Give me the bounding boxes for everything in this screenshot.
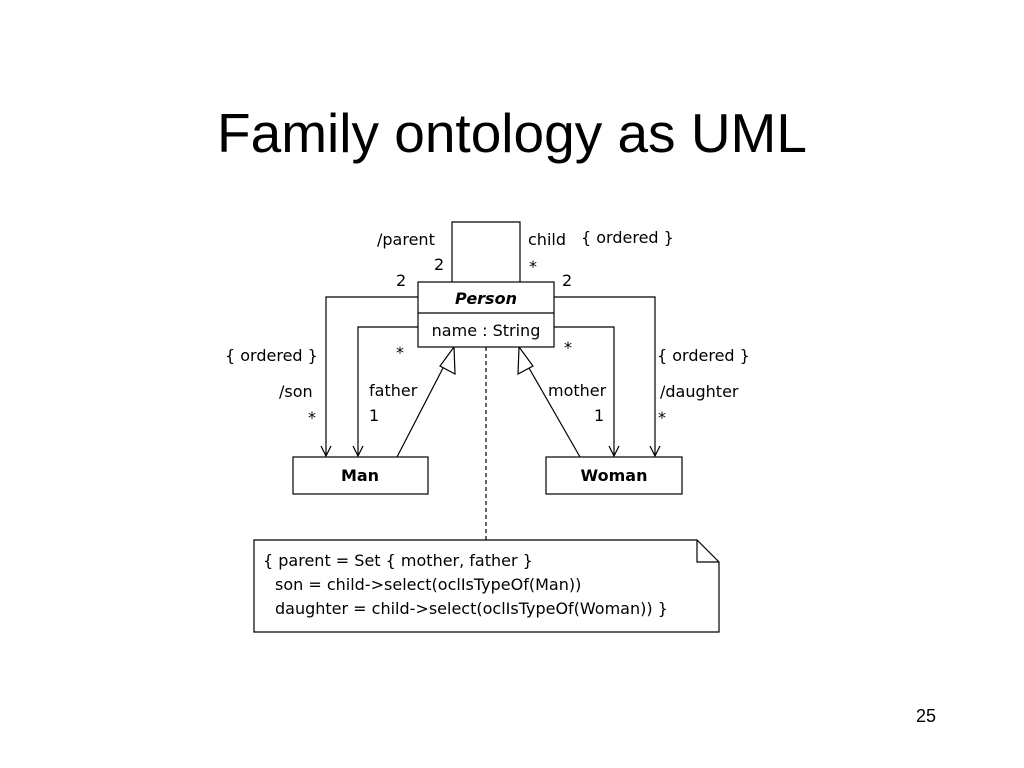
person-class-name: Person xyxy=(455,289,517,308)
child-multiplicity: * xyxy=(529,257,537,276)
woman-generalization-line xyxy=(528,367,581,458)
son-multiplicity: * xyxy=(308,408,316,427)
person-attribute: name : String xyxy=(432,321,541,340)
mother-role-label: mother xyxy=(548,381,607,400)
son-association-line xyxy=(326,296,418,456)
woman-class: Woman xyxy=(545,456,683,495)
mother-person-multiplicity: * xyxy=(564,338,572,357)
ocl-note: { parent = Set { mother, father } son = … xyxy=(253,539,720,633)
parent-role-label: /parent xyxy=(377,230,435,249)
man-class: Man xyxy=(292,456,429,495)
father-multiplicity: 1 xyxy=(369,406,379,425)
man-generalization-arrowhead xyxy=(439,345,456,376)
daughter-ordered-constraint: { ordered } xyxy=(657,346,750,365)
mother-multiplicity: 1 xyxy=(594,406,604,425)
daughter-association-line xyxy=(554,296,655,456)
person-class: Person name : String xyxy=(417,281,555,348)
son-ordered-constraint: { ordered } xyxy=(225,346,318,365)
slide-title: Family ontology as UML xyxy=(217,102,807,164)
child-role-label: child xyxy=(528,230,566,249)
note-line-3: daughter = child->select(oclIsTypeOf(Wom… xyxy=(275,599,668,618)
note-line-2: son = child->select(oclIsTypeOf(Man)) xyxy=(275,575,581,594)
man-class-name: Man xyxy=(341,466,379,485)
daughter-multiplicity: * xyxy=(658,408,666,427)
woman-generalization-arrowhead xyxy=(517,345,534,376)
father-role-label: father xyxy=(369,381,418,400)
daughter-person-multiplicity: 2 xyxy=(562,271,572,290)
self-association-line xyxy=(451,221,521,282)
mother-association-line xyxy=(554,326,614,456)
daughter-role-label: /daughter xyxy=(660,382,739,401)
note-line-1: { parent = Set { mother, father } xyxy=(263,551,533,570)
son-role-label: /son xyxy=(279,382,313,401)
father-person-multiplicity: * xyxy=(396,343,404,362)
child-ordered-constraint: { ordered } xyxy=(581,228,674,247)
father-association-line xyxy=(358,326,418,456)
woman-class-name: Woman xyxy=(581,466,648,485)
son-person-multiplicity: 2 xyxy=(396,271,406,290)
parent-multiplicity: 2 xyxy=(434,255,444,274)
man-generalization-line xyxy=(396,367,444,458)
page-number: 25 xyxy=(915,706,936,726)
